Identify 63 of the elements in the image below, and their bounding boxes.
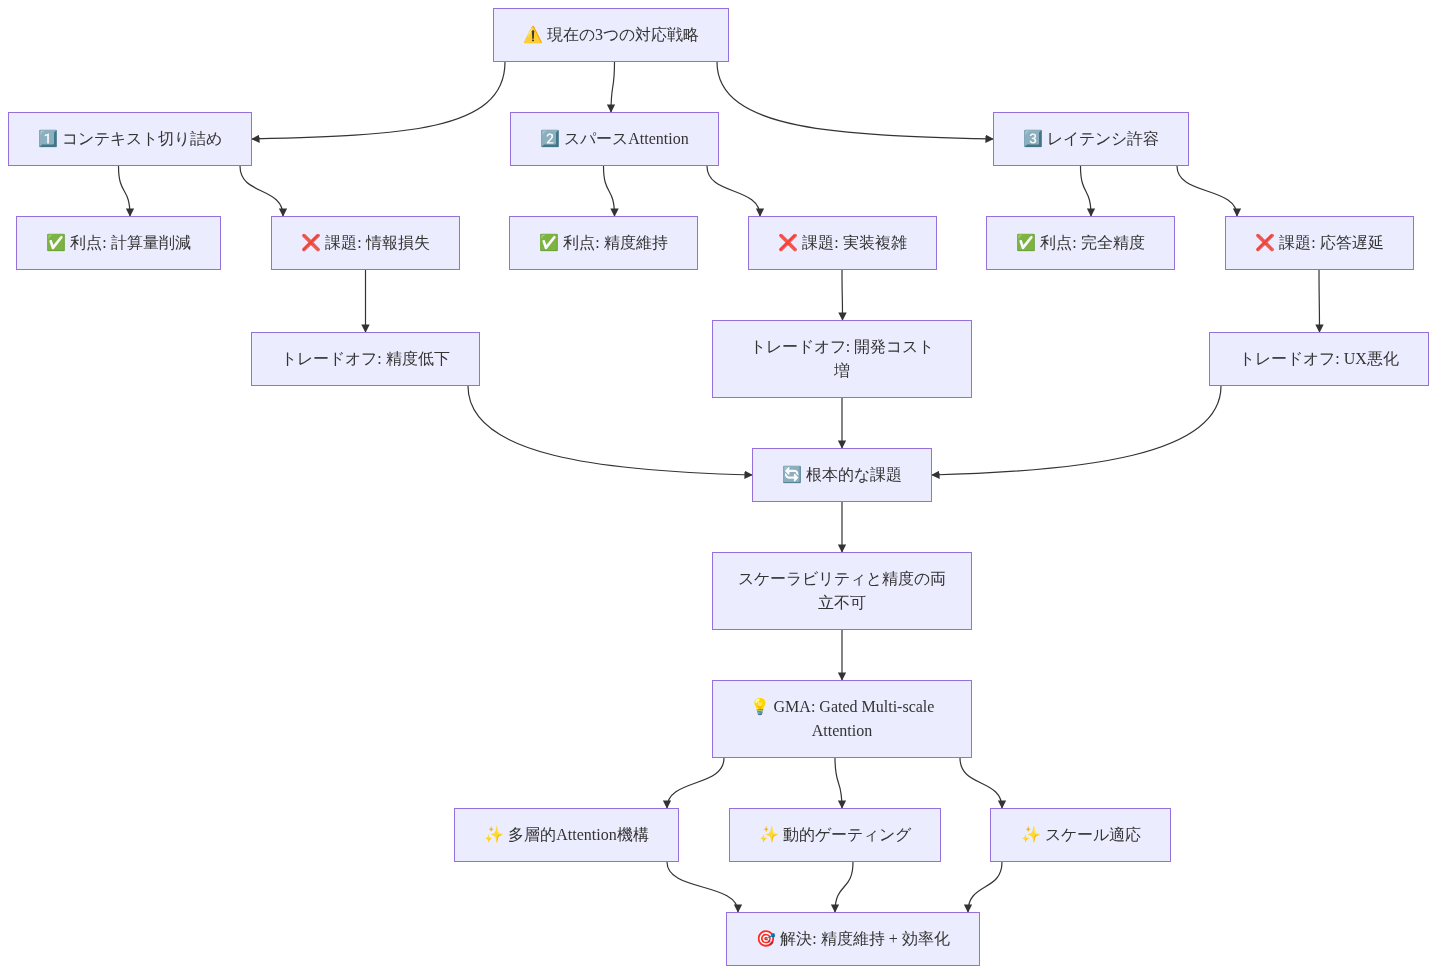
node-label: ✅ 利点: 計算量削減 — [46, 232, 191, 253]
node-label: トレードオフ: 開発コスト増 — [748, 337, 936, 381]
process-box — [271, 216, 460, 270]
process-box — [454, 808, 679, 862]
process-box — [726, 912, 980, 966]
node-label: ✨ 動的ゲーティング — [759, 825, 911, 845]
process-box — [729, 808, 941, 862]
process-box — [990, 808, 1171, 862]
process-box — [1209, 332, 1429, 386]
process-box — [712, 552, 972, 630]
arrow — [602, 165, 619, 217]
node-label: 💡 GMA: Gated Multi-scale Attention — [748, 697, 936, 741]
process-box — [251, 332, 480, 386]
process-box — [509, 216, 698, 270]
process-box — [748, 216, 937, 270]
node-label: ⚠ 現在の3つの対応戦略 — [523, 25, 699, 46]
arrow — [706, 165, 763, 217]
node-label: ✨ スケール適応 — [1020, 825, 1141, 845]
process-box — [8, 112, 252, 166]
node-label: トレードオフ: 精度低下 — [281, 349, 450, 369]
process-box — [712, 680, 972, 758]
arrow — [834, 757, 847, 809]
process-box — [993, 112, 1189, 166]
process-box — [986, 216, 1175, 270]
node-label: スケーラビリティと精度の両立不可 — [737, 569, 947, 613]
node-label: ❌ 課題: 情報損失 — [301, 233, 430, 254]
node-label: ❌ 課題: 応答遅延 — [1255, 233, 1384, 254]
node-label: 🔄 根本的な課題 — [782, 465, 902, 485]
process-box — [1225, 216, 1414, 270]
arrow — [838, 269, 847, 321]
arrow — [361, 269, 370, 333]
arrow — [716, 61, 994, 143]
arrow — [831, 861, 854, 913]
process-box — [16, 216, 221, 270]
node-label: ✅ 利点: 完全精度 — [1016, 232, 1145, 253]
node-label: 1⃣ コンテキスト切り詰め — [38, 129, 222, 149]
arrow — [959, 757, 1006, 809]
arrow — [931, 385, 1222, 479]
process-box — [712, 320, 972, 398]
arrow — [837, 501, 847, 553]
arrow — [239, 165, 287, 217]
arrow — [837, 397, 847, 449]
process-box — [510, 112, 719, 166]
node-label: 🎯 解決: 精度維持 + 効率化 — [756, 929, 950, 949]
arrow — [467, 385, 753, 479]
arrow — [964, 861, 1003, 913]
node-label: 3⃣ レイテンシ許容 — [1023, 129, 1159, 149]
node-label: ❌ 課題: 実装複雑 — [778, 233, 907, 254]
arrow — [1079, 165, 1095, 217]
arrow — [117, 165, 134, 217]
arrow — [666, 861, 741, 913]
process-box — [752, 448, 932, 502]
arrow — [1315, 269, 1324, 333]
node-label: 2⃣ スパースAttention — [540, 129, 689, 149]
arrow — [664, 757, 725, 809]
arrow — [1176, 165, 1240, 217]
arrow — [606, 61, 616, 113]
node-label: ✅ 利点: 精度維持 — [539, 232, 668, 253]
arrow — [251, 61, 506, 143]
node-label: トレードオフ: UX悪化 — [1239, 349, 1399, 369]
arrow — [837, 629, 847, 681]
process-box — [493, 8, 729, 62]
node-label: ✨ 多層的Attention機構 — [484, 825, 649, 845]
